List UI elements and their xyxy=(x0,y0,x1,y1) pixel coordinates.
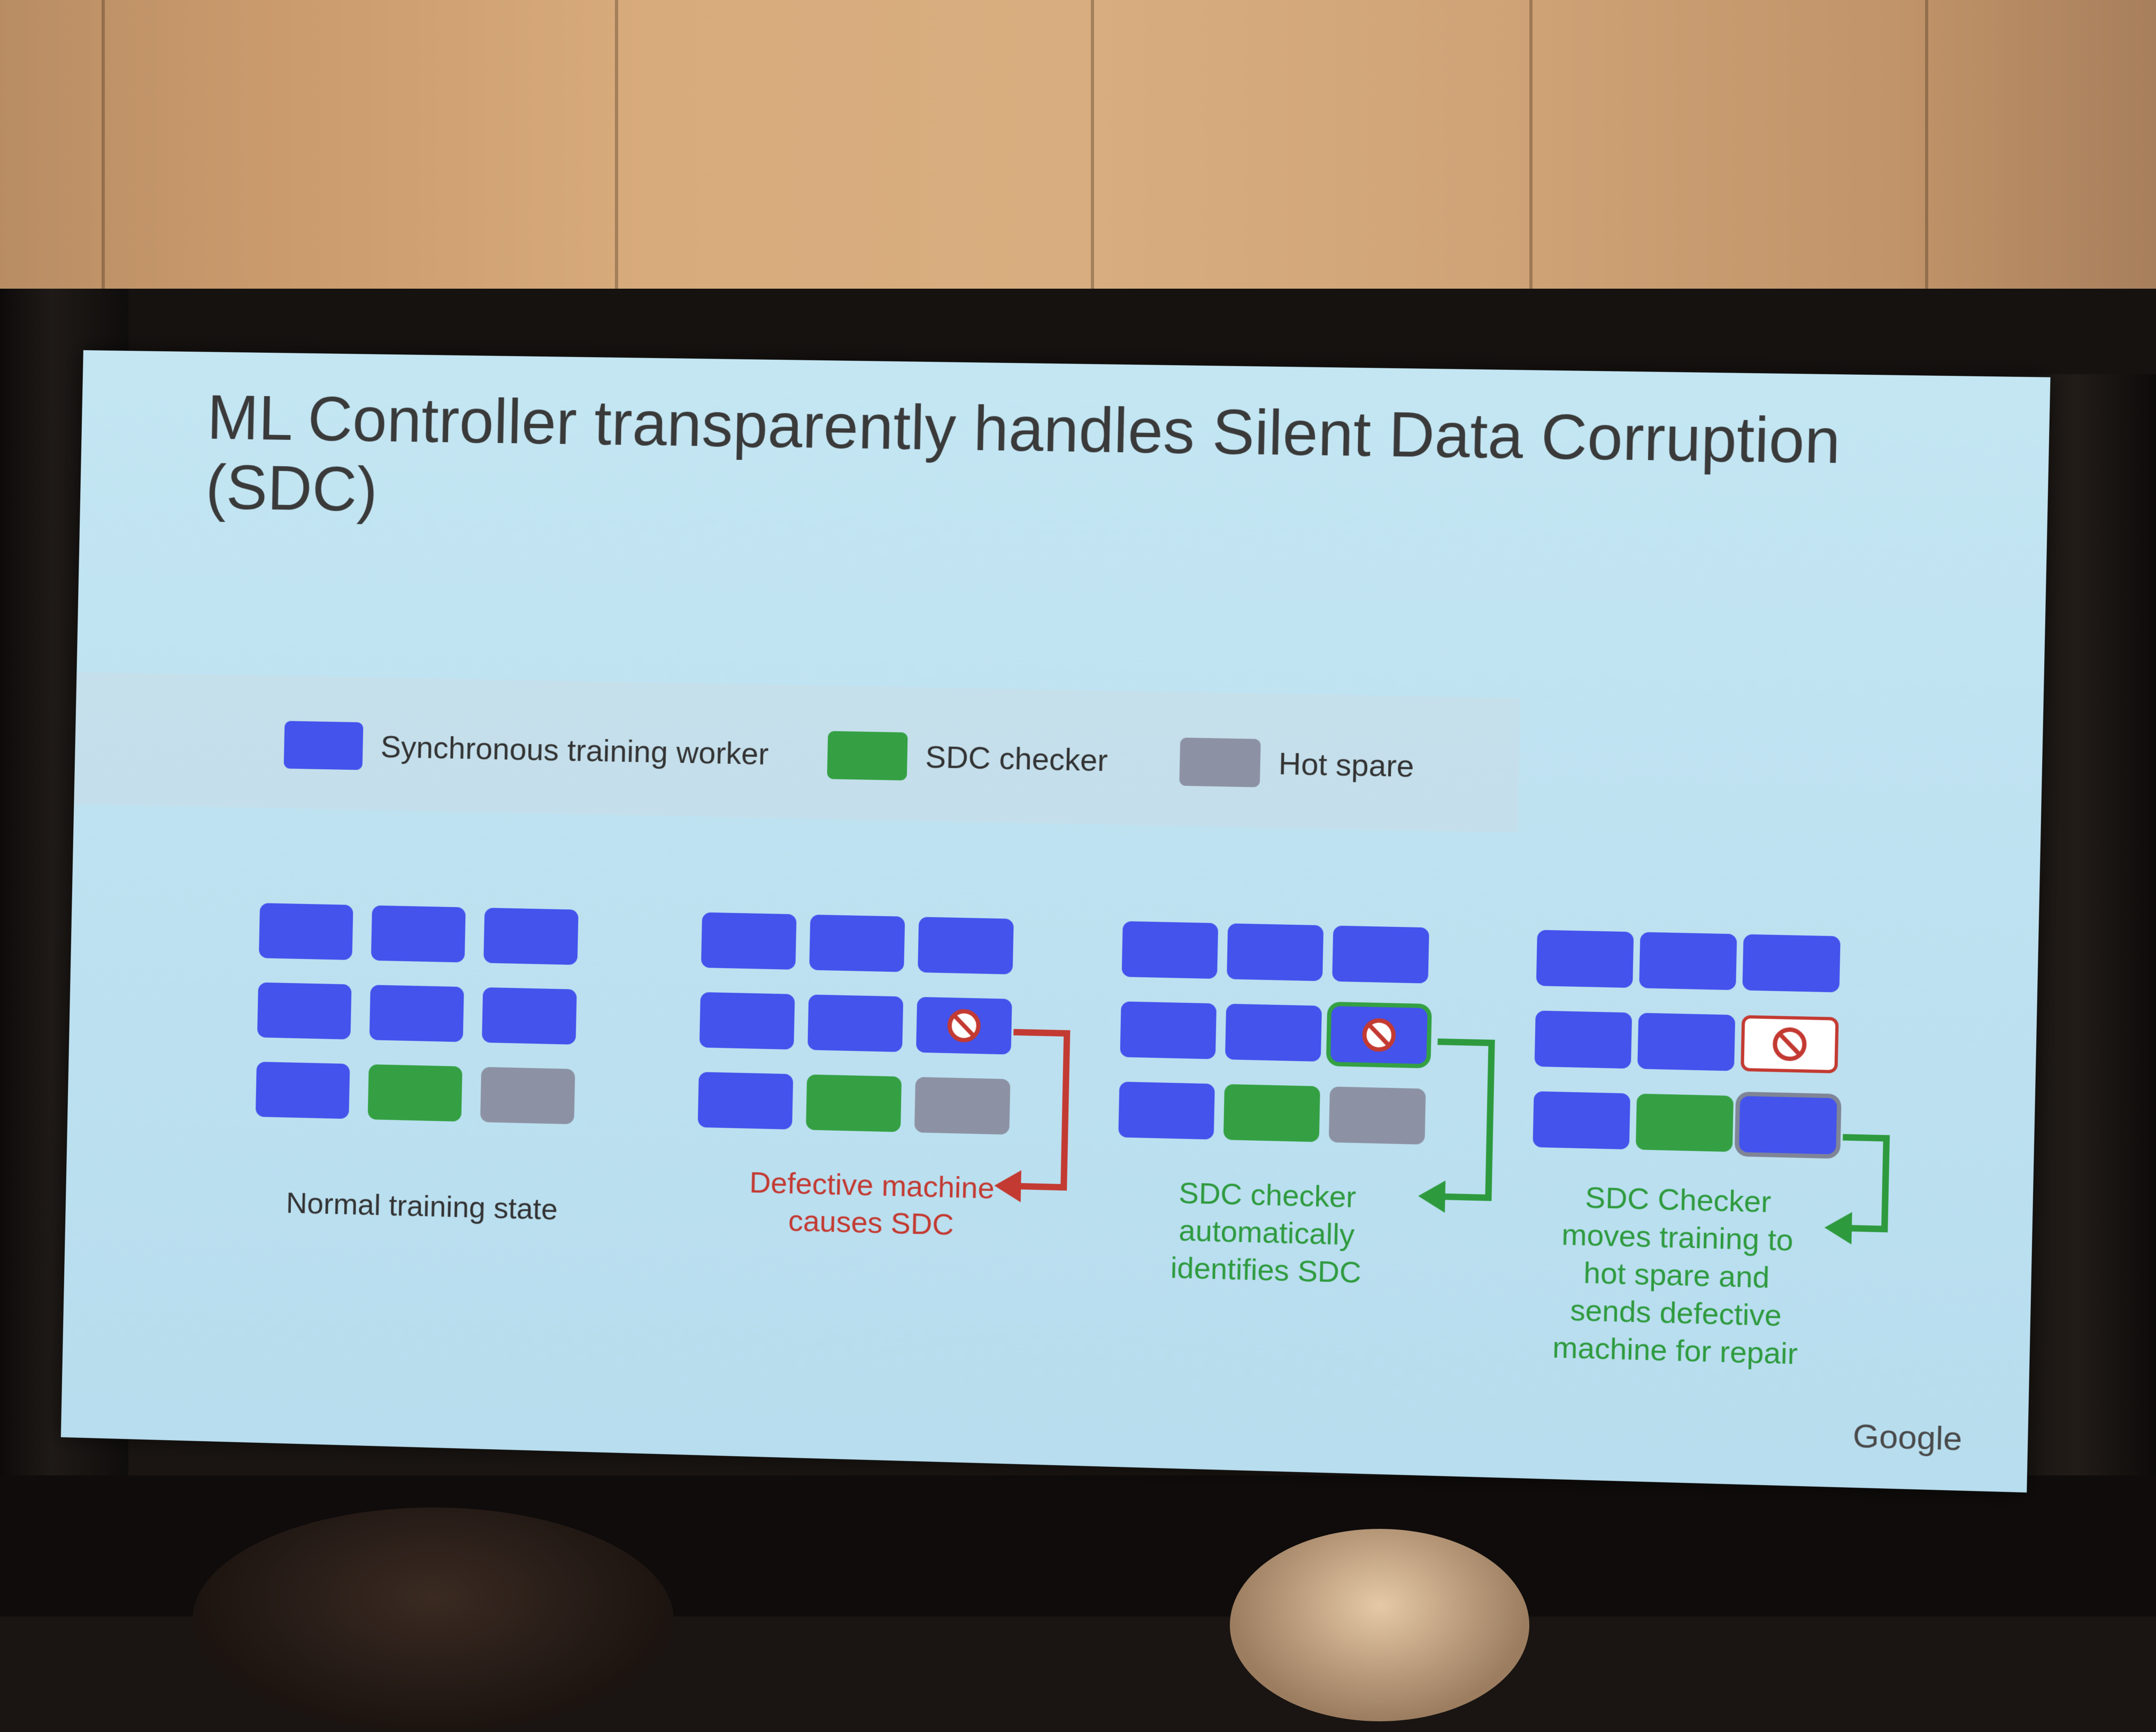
legend-swatch-checker xyxy=(827,731,908,781)
checker-cell xyxy=(1223,1084,1320,1142)
panel-caption-repair: SDC Checker moves training to hot spare … xyxy=(1552,1180,1798,1371)
worker-cell xyxy=(809,914,905,972)
worker-cell xyxy=(1332,925,1429,984)
no-entry-icon xyxy=(1361,1017,1397,1053)
legend-swatch-spare xyxy=(1179,737,1261,787)
worker-cell xyxy=(807,994,904,1053)
flagged-worker-cell xyxy=(1330,1006,1428,1064)
defective-worker-cell xyxy=(916,996,1012,1055)
worker-cell xyxy=(257,982,352,1040)
checker-cell xyxy=(806,1074,902,1132)
worker-cell xyxy=(1118,1081,1215,1140)
promoted-spare-cell xyxy=(1738,1096,1837,1155)
google-logo: Google xyxy=(1852,1417,1963,1458)
wall-seam xyxy=(1091,0,1094,396)
wall-seam xyxy=(1529,0,1533,396)
legend-item-checker: SDC checker xyxy=(827,731,1108,784)
worker-cell xyxy=(701,912,797,970)
worker-cell xyxy=(369,985,464,1042)
worker-cell xyxy=(1227,923,1324,981)
worker-cell xyxy=(1639,932,1737,991)
wall-seam xyxy=(615,0,618,396)
worker-cell xyxy=(1534,1010,1633,1069)
arrow-green-icon xyxy=(1418,1035,1546,1213)
worker-cell xyxy=(918,917,1014,975)
worker-cell xyxy=(482,987,577,1045)
worker-cell xyxy=(1120,1001,1217,1060)
legend-item-spare: Hot spare xyxy=(1179,737,1415,791)
no-entry-icon xyxy=(946,1008,982,1043)
legend-swatch-worker xyxy=(283,721,364,770)
spare-cell xyxy=(480,1066,575,1125)
panel-caption-defective: Defective machine causes SDC xyxy=(749,1165,995,1241)
checker-cell xyxy=(367,1064,463,1122)
worker-cell xyxy=(255,1062,350,1119)
projected-slide: ML Controller transparently handles Sile… xyxy=(60,350,2051,1493)
spare-cell xyxy=(1328,1086,1426,1145)
legend-label: Synchronous training worker xyxy=(380,729,769,771)
audience-head-light xyxy=(1230,1529,1529,1721)
wall-seam xyxy=(102,0,105,396)
worker-cell xyxy=(699,992,795,1050)
panel-caption-identify: SDC checker automatically identifies SDC xyxy=(1170,1176,1362,1289)
worker-cell xyxy=(1121,921,1219,979)
checker-cell xyxy=(1635,1093,1734,1152)
removed-machine-cell xyxy=(1741,1015,1839,1073)
worker-cell xyxy=(1225,1003,1322,1062)
legend-label: Hot spare xyxy=(1278,746,1415,784)
spare-cell xyxy=(914,1077,1011,1135)
arrow-green-icon xyxy=(1824,1131,1952,1244)
slide-title: ML Controller transparently handles Sile… xyxy=(205,382,1842,525)
worker-cell xyxy=(1742,934,1841,993)
legend-item-worker: Synchronous training worker xyxy=(283,721,769,778)
worker-cell xyxy=(1536,930,1634,988)
worker-cell xyxy=(483,908,579,965)
worker-cell xyxy=(259,903,353,960)
panel-caption-normal: Normal training state xyxy=(286,1186,558,1226)
worker-cell xyxy=(371,905,466,963)
wall-seam xyxy=(1925,0,1928,396)
arrow-red-icon xyxy=(994,1029,1070,1203)
worker-cell xyxy=(1637,1012,1736,1071)
no-entry-icon xyxy=(1772,1026,1808,1062)
audience-head-dark xyxy=(192,1507,674,1732)
worker-cell xyxy=(697,1072,794,1130)
worker-cell xyxy=(1533,1091,1630,1150)
legend-label: SDC checker xyxy=(925,739,1108,778)
